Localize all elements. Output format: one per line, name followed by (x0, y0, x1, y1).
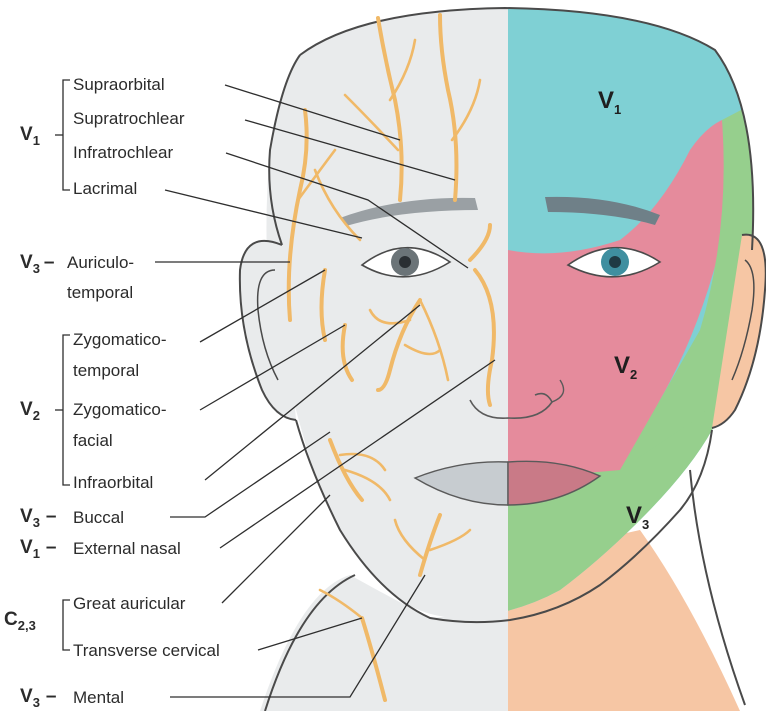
label-supraorbital: Supraorbital (73, 75, 165, 94)
group-v3-mental: V3– (20, 686, 57, 710)
group-c23: C2,3 (4, 609, 36, 633)
label-auriculotemporal-2: temporal (67, 283, 133, 302)
pupil-right (609, 256, 621, 268)
group-v1-nasal: V1– (20, 537, 57, 561)
label-zygomaticofacial-1: Zygomatico- (73, 400, 167, 419)
bracket-v2 (55, 335, 70, 485)
label-great-auricular: Great auricular (73, 594, 186, 613)
label-mental: Mental (73, 688, 124, 707)
label-buccal: Buccal (73, 508, 124, 527)
label-zygomaticofacial-2: facial (73, 431, 113, 450)
label-transverse-cervical: Transverse cervical (73, 641, 220, 660)
group-v2-mid: V2 (20, 399, 40, 423)
label-lacrimal: Lacrimal (73, 179, 137, 198)
bracket-c23 (63, 600, 70, 650)
label-infraorbital: Infraorbital (73, 473, 153, 492)
label-zygomaticotemporal-1: Zygomatico- (73, 330, 167, 349)
label-infratrochlear: Infratrochlear (73, 143, 173, 162)
group-v1-top: V1 (20, 124, 40, 148)
label-external-nasal: External nasal (73, 539, 181, 558)
group-v3-auriculo: V3– (20, 252, 55, 276)
label-zygomaticotemporal-2: temporal (73, 361, 139, 380)
label-auriculotemporal-1: Auriculo- (67, 253, 134, 272)
bracket-v1 (55, 80, 70, 190)
pupil-left (399, 256, 411, 268)
label-supratrochlear: Supratrochlear (73, 109, 185, 128)
group-v3-buccal: V3– (20, 506, 57, 530)
